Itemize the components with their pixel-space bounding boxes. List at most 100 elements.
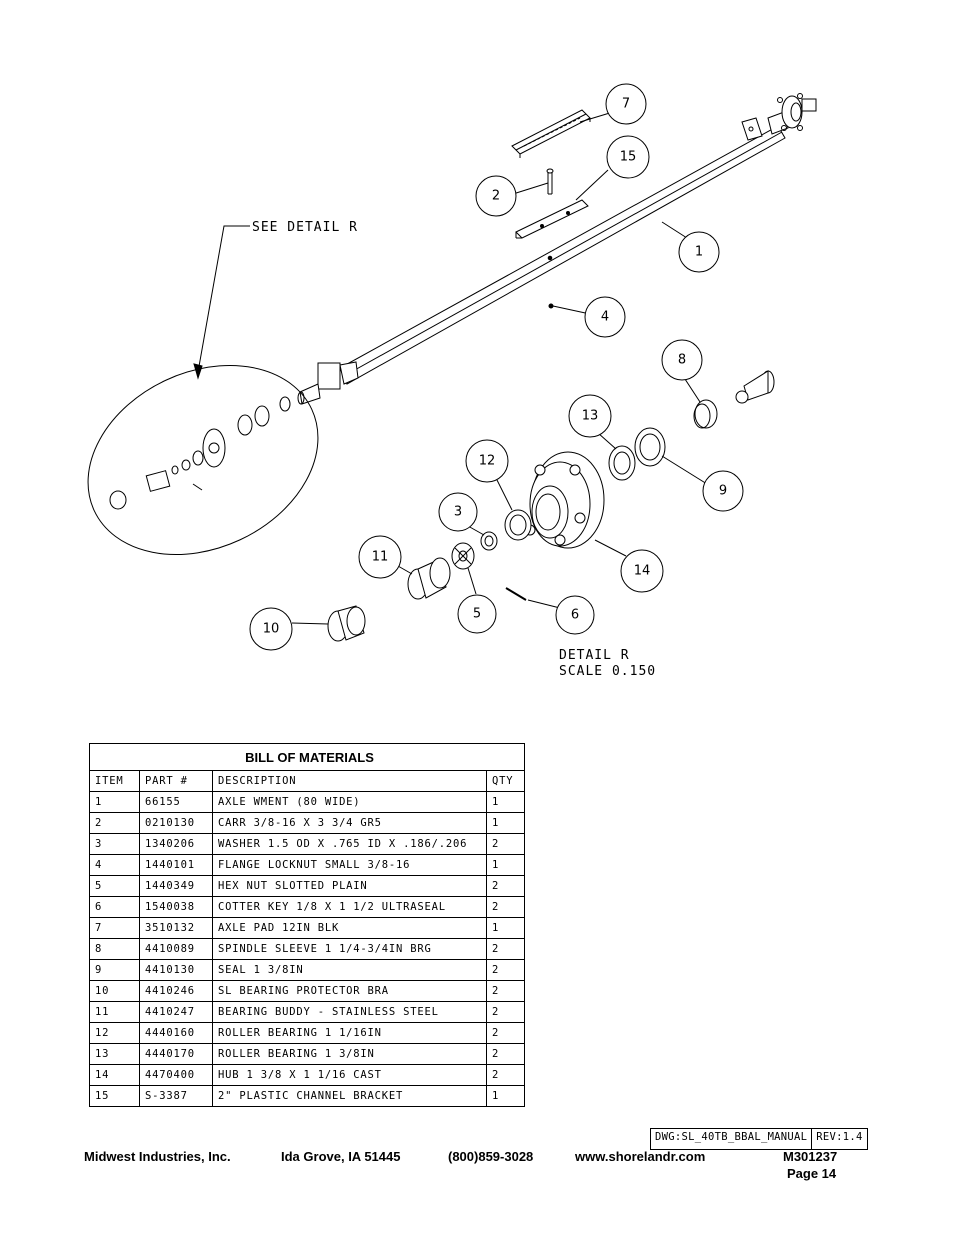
spindle-sleeve-part [735,370,775,404]
balloon-13: 13 [568,394,612,438]
bom-part: 4410089 [139,938,213,960]
see-detail-leader [193,225,250,380]
bom-qty: 2 [486,1022,525,1044]
roller-bearing-large [608,445,636,481]
bom-description: ROLLER BEARING 1 1/16IN [212,1022,487,1044]
dwg-number: DWG:SL_40TB_BBAL_MANUAL [655,1131,808,1143]
balloon-15: 15 [606,135,650,179]
balloon-9: 9 [702,470,744,512]
bom-item: 8 [89,938,140,960]
balloon-1: 1 [678,231,720,273]
svg-text:1: 1 [695,245,703,260]
bom-qty: 2 [486,1043,525,1065]
bom-qty: 2 [486,980,525,1002]
bom-qty: 1 [486,812,525,834]
bom-qty: 1 [486,854,525,876]
bom-item: 10 [89,980,140,1002]
bom-description: WASHER 1.5 OD X .765 ID X .186/.206 [212,833,487,855]
bom-qty: 1 [486,917,525,939]
axle-pad [511,109,591,158]
svg-text:13: 13 [582,409,599,424]
bom-item: 1 [89,791,140,813]
bom-description: 2" PLASTIC CHANNEL BRACKET [212,1085,487,1107]
bom-item: 12 [89,1022,140,1044]
bearing-buddy [407,557,451,600]
bom-item: 15 [89,1085,140,1107]
channel-bracket [515,199,589,239]
footer-address: Ida Grove, IA 51445 [281,1149,401,1164]
balloon-11: 11 [358,535,402,579]
svg-text:2: 2 [492,189,500,204]
balloon-14: 14 [620,549,664,593]
bom-description: AXLE PAD 12IN BLK [212,917,487,939]
bearing-protector [327,605,366,642]
svg-text:15: 15 [620,150,637,165]
footer-doc-number: M301237 [783,1149,838,1164]
bom-qty: 1 [486,791,525,813]
bom-part: 1440349 [139,875,213,897]
svg-text:6: 6 [571,608,579,623]
bom-item: 13 [89,1043,140,1065]
bom-item: 4 [89,854,140,876]
bom-title: BILL OF MATERIALS [89,743,525,771]
bom-description: ROLLER BEARING 1 3/8IN [212,1043,487,1065]
bom-part: 4410246 [139,980,213,1002]
detail-r-outline [87,364,319,556]
balloon-8: 8 [661,339,703,381]
revision: REV:1.4 [811,1129,866,1149]
slotted-nut [451,542,475,570]
bom-qty: 2 [486,938,525,960]
bom-item: 5 [89,875,140,897]
leader-lines [291,111,708,625]
bom-part: 4440170 [139,1043,213,1065]
svg-text:14: 14 [634,564,651,579]
bom-part: 0210130 [139,812,213,834]
bom-qty: 2 [486,959,525,981]
balloon-2: 2 [475,175,517,217]
svg-text:9: 9 [719,484,727,499]
bom-qty: 2 [486,833,525,855]
cotter-key [505,587,527,601]
bom-header-description: DESCRIPTION [212,770,487,792]
bom-description: BEARING BUDDY - STAINLESS STEEL [212,1001,487,1023]
bom-part: S-3387 [139,1085,213,1107]
bom-header-qty: QTY [486,770,525,792]
svg-text:4: 4 [601,310,609,325]
bom-description: AXLE WMENT (80 WIDE) [212,791,487,813]
footer-company: Midwest Industries, Inc. [84,1149,231,1164]
washer [480,531,498,551]
bom-header-item: ITEM [89,770,140,792]
svg-text:3: 3 [454,505,462,520]
footer-phone: (800)859-3028 [448,1149,534,1164]
hub [524,451,605,549]
svg-text:11: 11 [372,550,389,565]
roller-bearing-small [504,509,532,541]
bom-item: 3 [89,833,140,855]
bom-qty: 2 [486,1001,525,1023]
bearing-sleeve [693,399,718,429]
bom-item: 2 [89,812,140,834]
balloon-5: 5 [457,594,497,634]
bom-description: SL BEARING PROTECTOR BRA [212,980,487,1002]
bom-qty: 1 [486,1085,525,1107]
bom-part: 1440101 [139,854,213,876]
balloon-3: 3 [438,492,478,532]
bom-description: HEX NUT SLOTTED PLAIN [212,875,487,897]
footer-page-number: Page 14 [787,1166,837,1181]
bom-part: 4410247 [139,1001,213,1023]
bom-item: 11 [89,1001,140,1023]
bom-description: CARR 3/8-16 X 3 3/4 GR5 [212,812,487,834]
svg-text:7: 7 [622,97,630,112]
carriage-bolt [546,168,554,195]
